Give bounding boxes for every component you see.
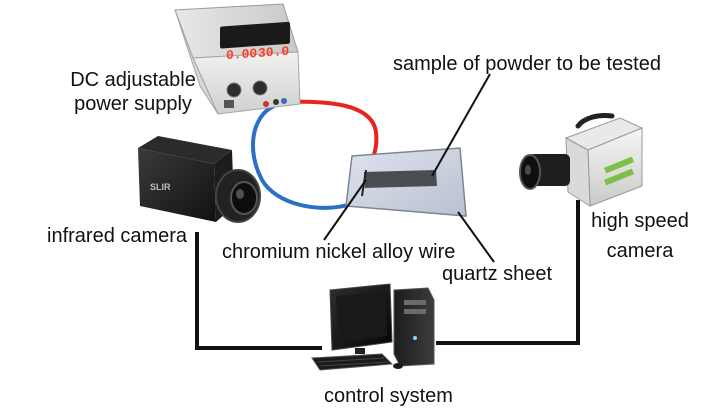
power-supply-display-right: 30.0 (258, 44, 289, 61)
keyboard (311, 353, 394, 371)
quartz-leader-line (457, 211, 495, 263)
power-switch (224, 100, 234, 108)
ir-camera-lens (230, 181, 258, 215)
power-supply-label-line1: DC adjustable (70, 69, 196, 91)
quartz-sheet (345, 147, 467, 217)
power-supply-label-line2: power supply (74, 93, 192, 115)
high-speed-camera-label: high speed camera (585, 206, 695, 266)
monitor-stand (355, 348, 365, 354)
power-supply-knob-left (226, 82, 242, 98)
infrared-camera: SLIR (138, 136, 261, 223)
infrared-camera-label: infrared camera (47, 225, 188, 247)
control-system-computer (311, 283, 435, 371)
alloy-wire-label: chromium nickel alloy wire (222, 241, 456, 263)
sample-label: sample of powder to be tested (393, 53, 661, 75)
power-supply-label: DC adjustable power supply (58, 68, 208, 116)
mouse (393, 363, 403, 369)
tower-case (393, 287, 435, 367)
high-speed-camera-cable (436, 200, 580, 345)
high-speed-camera-stripe (603, 156, 635, 174)
control-system-label: control system (324, 385, 453, 407)
dc-power-supply: 0.00 30.0 (174, 3, 301, 115)
negative-lead-wire (250, 104, 354, 210)
high-speed-camera-stripe (603, 168, 635, 186)
power-supply-terminal (273, 99, 279, 105)
powder-sample-strip (364, 170, 437, 188)
high-speed-camera (519, 113, 644, 207)
power-supply-knob-right (252, 80, 268, 96)
high-speed-camera-label-line2: camera (606, 240, 674, 262)
power-supply-display-left: 0.00 (226, 46, 257, 63)
power-supply-terminal (263, 101, 269, 107)
high-speed-camera-label-line1: high speed (591, 210, 689, 232)
wire-leader-line (323, 179, 367, 241)
power-supply-terminal (281, 98, 287, 104)
quartz-sheet-label: quartz sheet (442, 263, 553, 285)
ir-camera-cable (195, 232, 322, 350)
sample-leader-line (431, 73, 491, 177)
ir-camera-brand: SLIR (150, 182, 171, 192)
